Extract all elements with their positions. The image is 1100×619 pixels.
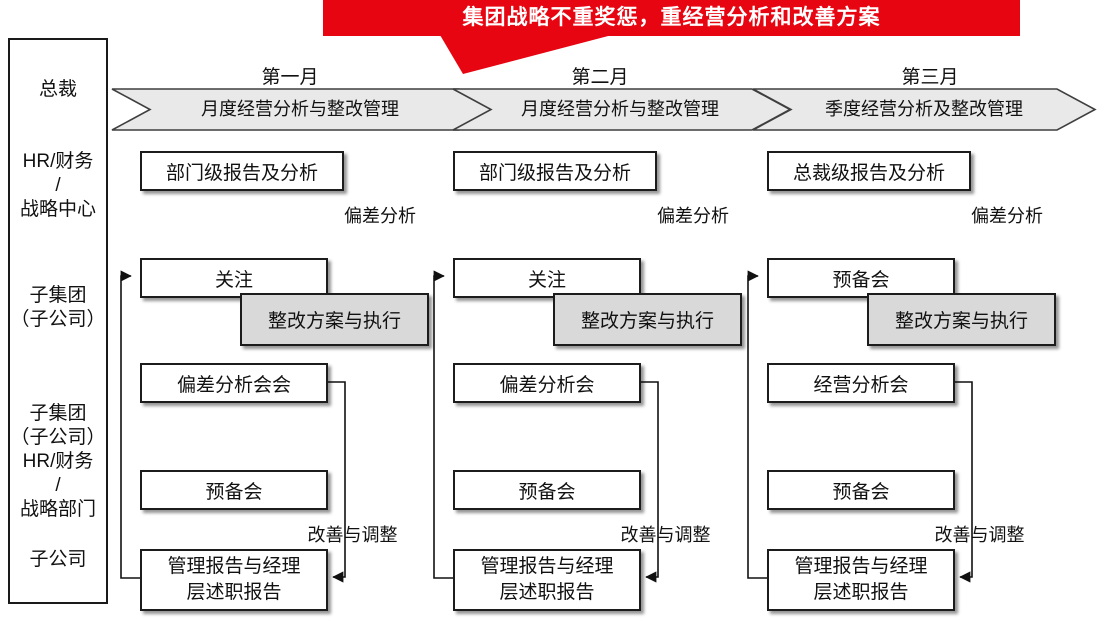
banner-pointer-tail <box>440 35 612 74</box>
operations-meeting-box-col3: 经营分析会 <box>767 363 955 403</box>
improve-adjust-label-col1: 改善与调整 <box>307 525 398 545</box>
month-header-2: 第二月 <box>571 67 629 88</box>
connector-loopback-col3 <box>747 270 767 579</box>
role-hr-finance-strategy-center: HR/财务 / 战略中心 <box>19 151 96 220</box>
management-report-box-col3: 管理报告与经理 层述职报告 <box>767 549 955 611</box>
management-report-box-col2: 管理报告与经理 层述职报告 <box>453 549 641 611</box>
improve-adjust-label-col2: 改善与调整 <box>620 525 711 545</box>
connector-down-col2 <box>637 381 659 583</box>
deviation-analysis-label-col2: 偏差分析 <box>657 206 729 226</box>
phase-label-3: 季度经营分析及整改管理 <box>825 99 1023 119</box>
rectification-plan-box-col2: 整改方案与执行 <box>553 293 742 346</box>
report-analysis-box-col1: 部门级报告及分析 <box>140 151 344 191</box>
role-subgroup-hr-finance-strategy-dept: 子集团 （子公司） HR/财务 / 战略部门 <box>10 403 106 520</box>
prep-meeting-box-col3: 预备会 <box>767 470 955 510</box>
focus-box-col3: 预备会 <box>767 258 955 298</box>
chevron-segment-2 <box>452 88 792 131</box>
deviation-meeting-box-col2: 偏差分析会 <box>453 363 641 403</box>
connector-down-col3 <box>951 381 973 583</box>
roles-sidebar: 总裁 HR/财务 / 战略中心 子集团 （子公司） 子集团 （子公司） HR/财… <box>8 38 108 604</box>
phase-label-1: 月度经营分析与整改管理 <box>201 99 399 119</box>
focus-box-col2: 关注 <box>453 258 641 298</box>
prep-meeting-box-col2: 预备会 <box>453 470 641 510</box>
deviation-analysis-label-col1: 偏差分析 <box>344 206 416 226</box>
role-subsidiary: 子公司 <box>29 549 87 570</box>
rectification-plan-box-col3: 整改方案与执行 <box>867 293 1056 346</box>
phase-label-2: 月度经营分析与整改管理 <box>521 99 719 119</box>
month-header-1: 第一月 <box>261 67 319 88</box>
prep-meeting-box-col1: 预备会 <box>140 470 328 510</box>
deviation-meeting-box-col1: 偏差分析会会 <box>140 363 328 403</box>
role-subgroup: 子集团 （子公司） <box>10 285 106 330</box>
management-report-box-col1: 管理报告与经理 层述职报告 <box>140 549 328 611</box>
rectification-plan-box-col1: 整改方案与执行 <box>240 293 429 346</box>
headline-banner: 集团战略不重奖惩，重经营分析和改善方案 <box>323 0 1020 36</box>
focus-box-col1: 关注 <box>140 258 328 298</box>
report-analysis-box-col3: 总裁级报告及分析 <box>767 151 971 191</box>
connector-down-col1 <box>324 381 346 583</box>
improve-adjust-label-col3: 改善与调整 <box>934 525 1025 545</box>
role-president: 总裁 <box>38 79 77 100</box>
deviation-analysis-label-col3: 偏差分析 <box>971 206 1043 226</box>
report-analysis-box-col2: 部门级报告及分析 <box>453 151 657 191</box>
month-header-3: 第三月 <box>901 67 959 88</box>
connector-loopback-col2 <box>433 270 453 579</box>
chevron-segment-3 <box>752 88 1097 131</box>
connector-loopback-col1 <box>120 270 140 579</box>
